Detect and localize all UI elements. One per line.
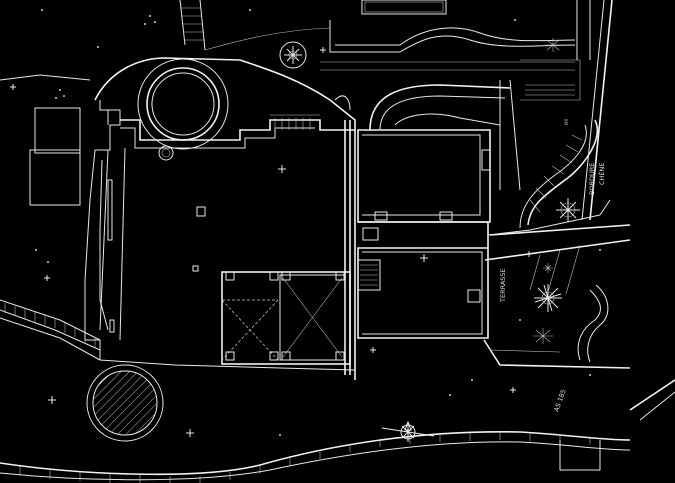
tree-symbol-icon	[543, 263, 553, 273]
tree-symbol-icon	[534, 284, 562, 312]
right-wing	[357, 129, 491, 339]
curved-terrace	[334, 59, 581, 191]
interior-rooms	[107, 179, 351, 365]
chene-label: CHÊNE	[597, 162, 606, 185]
bordure-label: BORDURE	[588, 163, 596, 195]
scatter-points	[35, 9, 601, 436]
bottom-boundary	[0, 379, 675, 483]
garden-path	[483, 119, 631, 369]
round-tower	[137, 58, 229, 161]
circular-pool	[86, 364, 164, 442]
tree-symbol-icon	[556, 198, 580, 222]
left-boundary	[0, 74, 101, 361]
compass-rose-icon	[381, 420, 435, 442]
main-house	[84, 57, 356, 380]
tree-symbol-icon	[279, 41, 307, 69]
tree-symbol-icon	[533, 328, 553, 344]
mr-label: MR	[564, 119, 569, 125]
tree-symbol-icon	[545, 38, 561, 52]
terrasse-label: TERRASSE	[499, 268, 507, 303]
cross-marker-icon	[10, 47, 532, 437]
plan-labels: TERRASSE BORDURE CHÊNE AS 185 MR	[499, 119, 606, 413]
parcel-label: AS 185	[552, 388, 567, 412]
top-boundary	[179, 0, 613, 221]
